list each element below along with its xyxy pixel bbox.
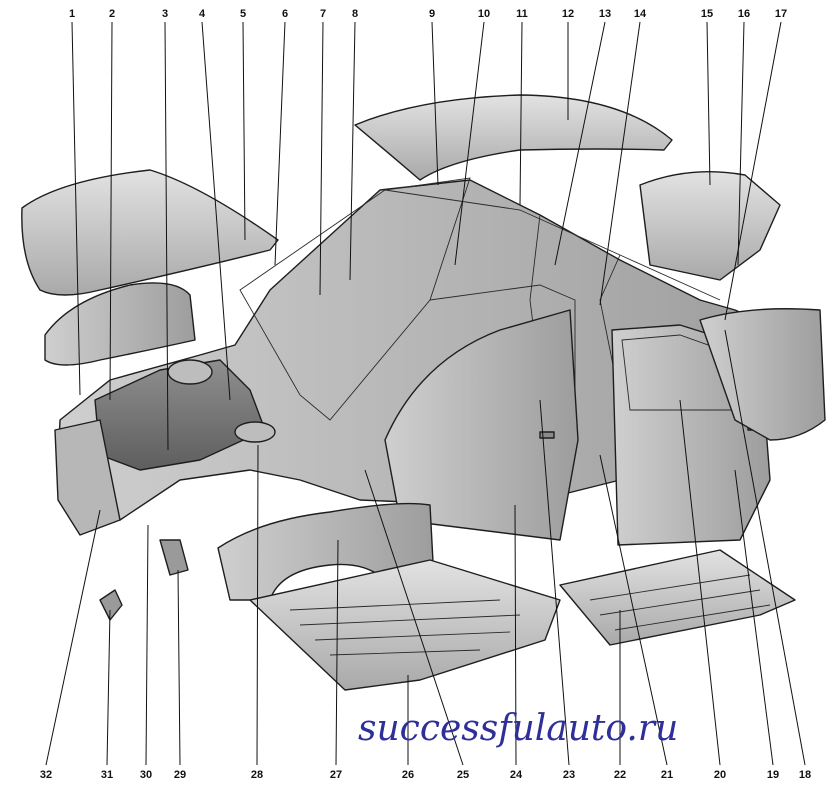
- callout-30: 30: [140, 769, 152, 781]
- callout-24: 24: [510, 769, 523, 781]
- callout-16: 16: [738, 8, 750, 20]
- callout-11: 11: [516, 8, 528, 20]
- strut-tower-right: [234, 421, 276, 443]
- callout-6: 6: [282, 8, 288, 20]
- callout-32: 32: [40, 769, 52, 781]
- callout-27: 27: [330, 769, 342, 781]
- callout-5: 5: [240, 8, 246, 20]
- callout-1: 1: [69, 8, 75, 20]
- callout-31: 31: [101, 769, 113, 781]
- hood: [21, 169, 279, 296]
- callout-20: 20: [714, 769, 726, 781]
- side-frame-door-opening: [429, 284, 576, 430]
- callout-10: 10: [478, 8, 490, 20]
- rear-quarter: [699, 308, 826, 441]
- callout-29: 29: [174, 769, 186, 781]
- callout-4: 4: [199, 8, 206, 20]
- callout-8: 8: [352, 8, 358, 20]
- callout-12: 12: [562, 8, 574, 20]
- rear-floor-ribs: [589, 574, 771, 631]
- callout-21: 21: [661, 769, 673, 781]
- callout-23: 23: [563, 769, 575, 781]
- callout-22: 22: [614, 769, 626, 781]
- callout-19: 19: [767, 769, 779, 781]
- front-panel-lower: [54, 419, 121, 536]
- front-floor-panel: [249, 559, 561, 691]
- top-callouts: 1 2 3 4 5 6 7 8 9 10 11 12 13 14 15 16 1…: [69, 8, 787, 20]
- callout-18: 18: [799, 769, 811, 781]
- callout-25: 25: [457, 769, 469, 781]
- rear-floor-panel: [559, 549, 796, 646]
- callout-7: 7: [320, 8, 326, 20]
- front-floor-ribs: [289, 599, 521, 656]
- top-leaders: [71, 21, 782, 451]
- callout-2: 2: [109, 8, 115, 20]
- front-door-handle: [539, 431, 555, 439]
- roof-rail: [384, 189, 721, 301]
- front-fender-upper: [44, 282, 196, 366]
- callout-14: 14: [634, 8, 647, 20]
- callout-15: 15: [701, 8, 713, 20]
- callout-17: 17: [775, 8, 787, 20]
- callout-28: 28: [251, 769, 263, 781]
- front-door: [384, 309, 579, 541]
- bottom-leaders: [45, 329, 806, 766]
- callout-3: 3: [162, 8, 168, 20]
- bottom-callouts: 32 31 30 29 28 27 26 25 24 23 22 21 20 1…: [40, 769, 811, 781]
- watermark: successfulauto.ru: [358, 708, 678, 749]
- callout-26: 26: [402, 769, 414, 781]
- strut-tower: [167, 359, 213, 385]
- bracket-31: [99, 589, 123, 621]
- callout-9: 9: [429, 8, 435, 20]
- roof-panel: [354, 94, 673, 181]
- callout-13: 13: [599, 8, 611, 20]
- trunk-lid: [639, 170, 781, 281]
- bracket-29: [159, 539, 189, 576]
